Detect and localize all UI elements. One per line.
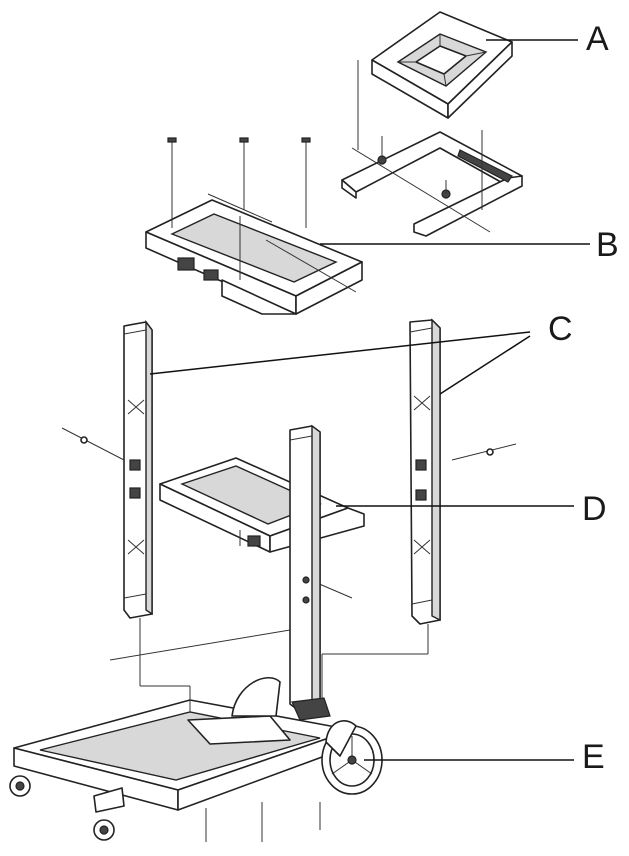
center-post <box>109 424 321 711</box>
part-d-middle-tray <box>159 457 365 553</box>
part-c-right-post <box>322 318 441 655</box>
screws-top <box>167 137 311 178</box>
top-bracket <box>341 60 523 237</box>
label-e: E <box>582 738 605 776</box>
cart-base <box>13 654 353 811</box>
label-b: B <box>596 226 619 264</box>
front-casters <box>9 775 125 841</box>
part-c-left-post <box>123 319 190 687</box>
label-d: D <box>582 490 607 528</box>
part-e-rear-wheel <box>321 720 383 795</box>
part-b-upper-tray <box>145 150 363 315</box>
label-c: C <box>548 310 573 348</box>
part-a-top-tray <box>371 11 513 119</box>
screws-bottom <box>205 802 321 842</box>
label-a: A <box>586 20 609 58</box>
leader-lines <box>149 39 590 761</box>
